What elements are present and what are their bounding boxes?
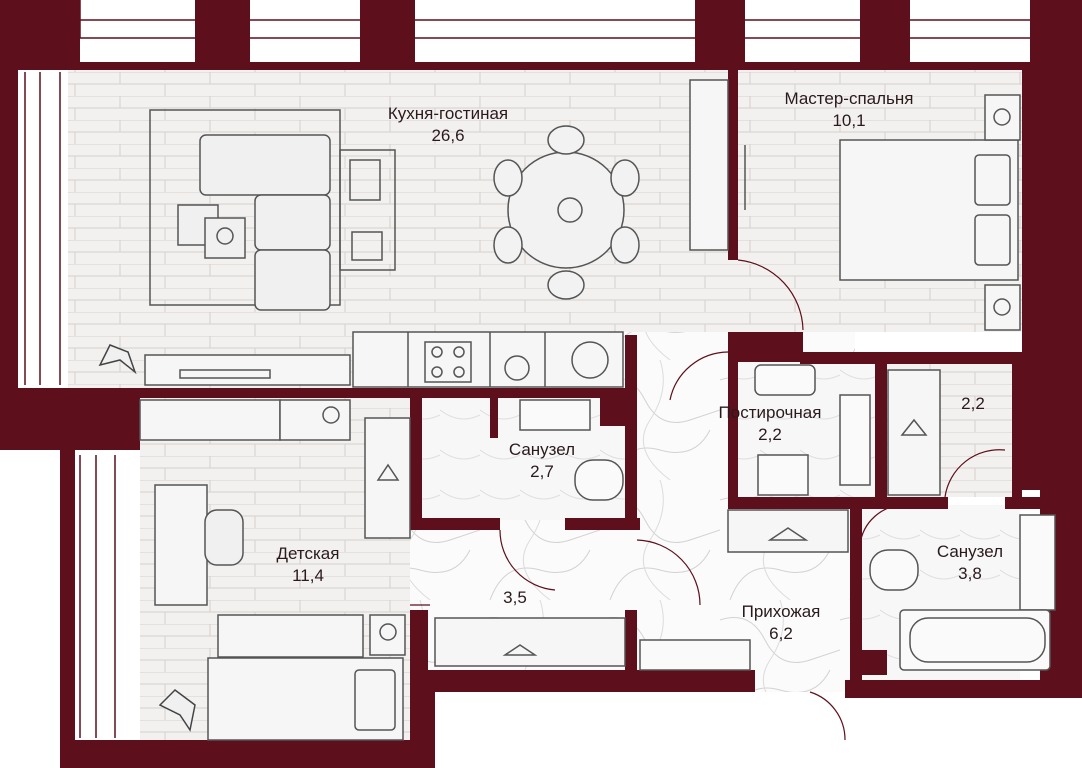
room-label-kids: Детская 11,4 <box>258 543 358 587</box>
coffee-table-icon <box>339 149 396 271</box>
room-name: Детская <box>276 544 340 563</box>
stove-icon <box>424 341 472 383</box>
room-name: Постирочная <box>718 403 822 422</box>
room-area: 2,2 <box>758 425 782 444</box>
washing-machine-icon <box>504 355 530 381</box>
bathtub-icon <box>899 609 1051 671</box>
room-area: 2,2 <box>961 394 985 413</box>
kitchen-counter <box>144 331 624 388</box>
bath-sink-icon <box>519 394 1056 611</box>
room-name: Прихожая <box>741 602 821 621</box>
room-label-hallway: Прихожая 6,2 <box>726 601 836 645</box>
room-name: Санузел <box>508 440 576 459</box>
room-area: 2,7 <box>530 462 554 481</box>
plant-icon <box>98 344 196 732</box>
room-area: 11,4 <box>292 566 324 585</box>
left-window <box>24 72 116 738</box>
chair-icon <box>204 509 244 566</box>
room-name: Кухня-гостиная <box>387 104 509 123</box>
shoe-rack-icon <box>639 639 751 671</box>
room-name: Санузел <box>936 542 1004 561</box>
bed-icon <box>839 94 1021 331</box>
toilet-icon <box>574 459 919 591</box>
kids-bed-icon <box>207 614 406 741</box>
dining-table-icon <box>493 125 640 300</box>
room-area: 10,1 <box>832 111 866 130</box>
desk-icon <box>139 399 351 606</box>
room-label-bathroom-1: Санузел 2,7 <box>492 439 592 483</box>
wardrobe-living <box>689 79 746 251</box>
sink-icon <box>571 341 609 379</box>
room-area: 6,2 <box>769 624 793 643</box>
room-area: 3,5 <box>503 588 527 607</box>
door-swings <box>410 259 1017 741</box>
room-area: 3,8 <box>958 564 982 583</box>
laundry-machine-icon <box>754 364 816 496</box>
room-name: Мастер-спальня <box>784 89 914 108</box>
room-label-bathroom-2: Санузел 3,8 <box>920 541 1020 585</box>
room-area: 26,6 <box>431 126 465 145</box>
room-label-corridor: 3,5 <box>490 587 540 609</box>
room-label-master-bedroom: Мастер-спальня 10,1 <box>765 88 933 132</box>
room-label-laundry: Постирочная 2,2 <box>700 402 840 446</box>
hanger-icon <box>364 369 941 667</box>
room-label-closet: 2,2 <box>948 393 998 415</box>
room-label-living: Кухня-гостиная 26,6 <box>368 103 528 147</box>
sofa-icon <box>149 109 341 311</box>
